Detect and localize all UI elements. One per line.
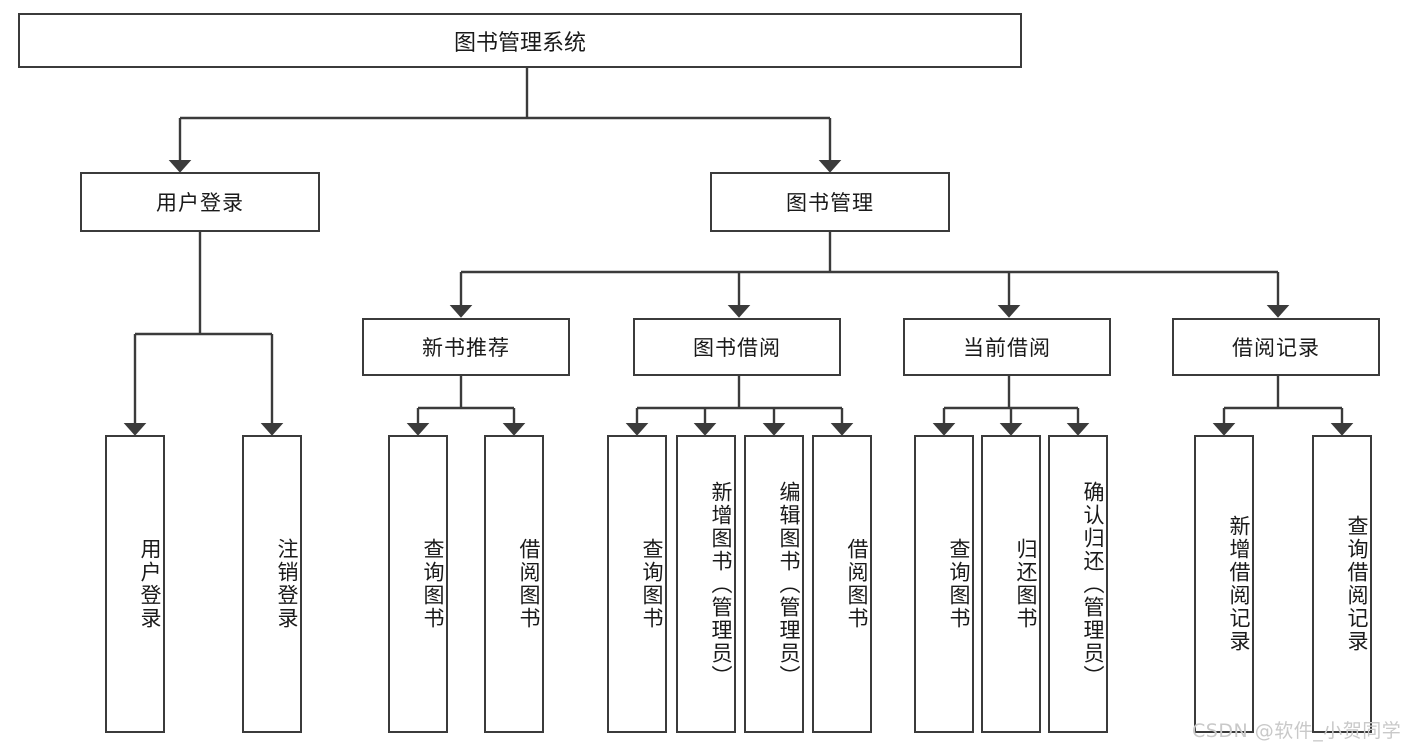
- node-book-borrow[interactable]: 图书借阅: [633, 318, 841, 376]
- node-borrow-record-label: 借阅记录: [1232, 336, 1320, 360]
- leaf-label: 确认归还（管理员）: [1081, 480, 1105, 688]
- leaf-label: 查询图书: [640, 538, 664, 630]
- leaf-borrow-record-2[interactable]: 查询借阅记录: [1312, 435, 1372, 733]
- leaf-book-borrow-4[interactable]: 借阅图书: [812, 435, 872, 733]
- leaf-label: 借阅图书: [845, 538, 869, 630]
- leaf-label: 注销登录: [275, 538, 299, 630]
- node-current-borrow[interactable]: 当前借阅: [903, 318, 1111, 376]
- leaf-label: 新增图书（管理员）: [709, 480, 733, 688]
- node-root-label: 图书管理系统: [453, 30, 586, 56]
- leaf-label: 用户登录: [138, 538, 162, 630]
- leaf-borrow-record-1[interactable]: 新增借阅记录: [1194, 435, 1254, 733]
- leaf-book-borrow-3[interactable]: 编辑图书（管理员）: [744, 435, 804, 733]
- node-new-book-recommend[interactable]: 新书推荐: [362, 318, 570, 376]
- node-book-management[interactable]: 图书管理: [710, 172, 950, 232]
- leaf-book-borrow-2[interactable]: 新增图书（管理员）: [676, 435, 736, 733]
- leaf-user-login-1[interactable]: 用户登录: [105, 435, 165, 733]
- leaf-new-book-recommend-2[interactable]: 借阅图书: [484, 435, 544, 733]
- leaf-label: 查询图书: [947, 538, 971, 630]
- node-new-book-recommend-label: 新书推荐: [422, 336, 510, 360]
- node-borrow-record[interactable]: 借阅记录: [1172, 318, 1380, 376]
- leaf-label: 借阅图书: [517, 538, 541, 630]
- node-book-management-label: 图书管理: [786, 191, 874, 215]
- leaf-label: 查询图书: [421, 538, 445, 630]
- node-user-login[interactable]: 用户登录: [80, 172, 320, 232]
- leaf-current-borrow-3[interactable]: 确认归还（管理员）: [1048, 435, 1108, 733]
- leaf-label: 编辑图书（管理员）: [777, 480, 801, 688]
- leaf-label: 新增借阅记录: [1227, 515, 1251, 653]
- node-user-login-label: 用户登录: [156, 191, 244, 215]
- leaf-new-book-recommend-1[interactable]: 查询图书: [388, 435, 448, 733]
- node-root[interactable]: 图书管理系统: [18, 13, 1022, 68]
- leaf-label: 查询借阅记录: [1345, 515, 1369, 653]
- leaf-current-borrow-2[interactable]: 归还图书: [981, 435, 1041, 733]
- node-current-borrow-label: 当前借阅: [963, 336, 1051, 360]
- leaf-label: 归还图书: [1014, 538, 1038, 630]
- watermark: CSDN @软件_小贺同学: [1192, 720, 1402, 742]
- node-book-borrow-label: 图书借阅: [693, 336, 781, 360]
- leaf-current-borrow-1[interactable]: 查询图书: [914, 435, 974, 733]
- leaf-book-borrow-1[interactable]: 查询图书: [607, 435, 667, 733]
- leaf-user-login-2[interactable]: 注销登录: [242, 435, 302, 733]
